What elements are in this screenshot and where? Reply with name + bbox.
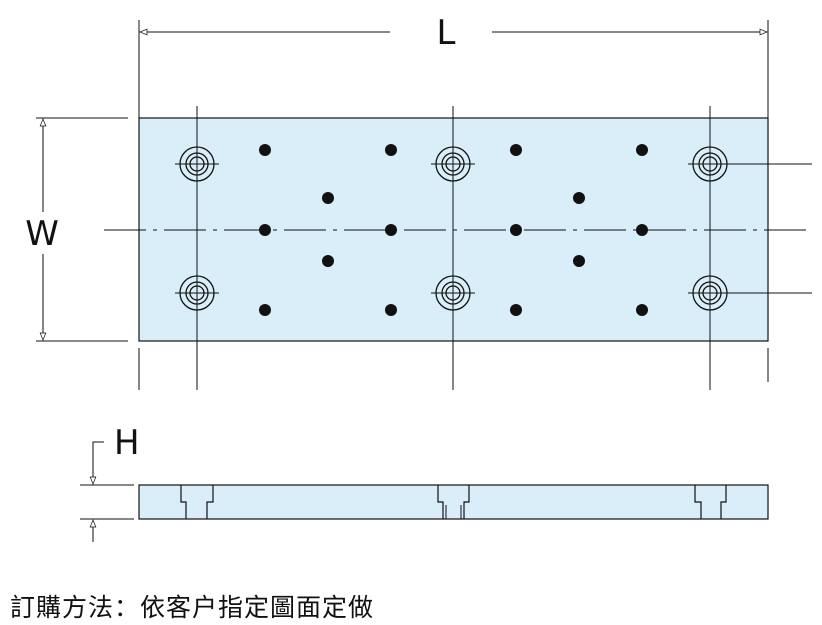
counterbore-hole	[692, 146, 728, 182]
dot-hole	[636, 224, 648, 236]
dot-hole	[573, 255, 585, 267]
dimension-length: L	[138, 13, 769, 390]
counterbore-section-middle	[437, 485, 470, 519]
dot-hole	[322, 192, 334, 204]
plate-side-face	[138, 484, 769, 520]
dot-hole	[573, 192, 585, 204]
dot-hole	[636, 144, 648, 156]
leader-top	[92, 441, 104, 484]
dot-hole	[385, 304, 397, 316]
dot-hole	[385, 144, 397, 156]
dot-hole	[322, 255, 334, 267]
dimension-width: W	[25, 117, 128, 342]
dot-hole	[259, 224, 271, 236]
dot-hole	[259, 144, 271, 156]
counterbore-hole	[179, 275, 215, 311]
width-label: W	[25, 214, 59, 254]
dot-hole	[385, 224, 397, 236]
counterbore-hole	[179, 146, 215, 182]
top-view	[104, 106, 812, 390]
dot-hole	[510, 304, 522, 316]
dot-holes	[259, 144, 648, 316]
dot-hole	[510, 144, 522, 156]
counterbore-section-left	[180, 485, 214, 519]
counterbore-hole	[435, 275, 471, 311]
height-label: H	[114, 423, 140, 463]
dot-hole	[259, 304, 271, 316]
length-label: L	[437, 13, 456, 53]
dot-hole	[636, 304, 648, 316]
dot-hole	[510, 224, 522, 236]
dimension-height: H	[80, 423, 140, 542]
counterbore-hole	[692, 275, 728, 311]
counterbore-hole	[435, 146, 471, 182]
order-method-note: 訂購方法：依客户指定圖面定做	[10, 593, 375, 622]
side-view	[138, 484, 769, 520]
counterbore-section-right	[694, 485, 727, 519]
